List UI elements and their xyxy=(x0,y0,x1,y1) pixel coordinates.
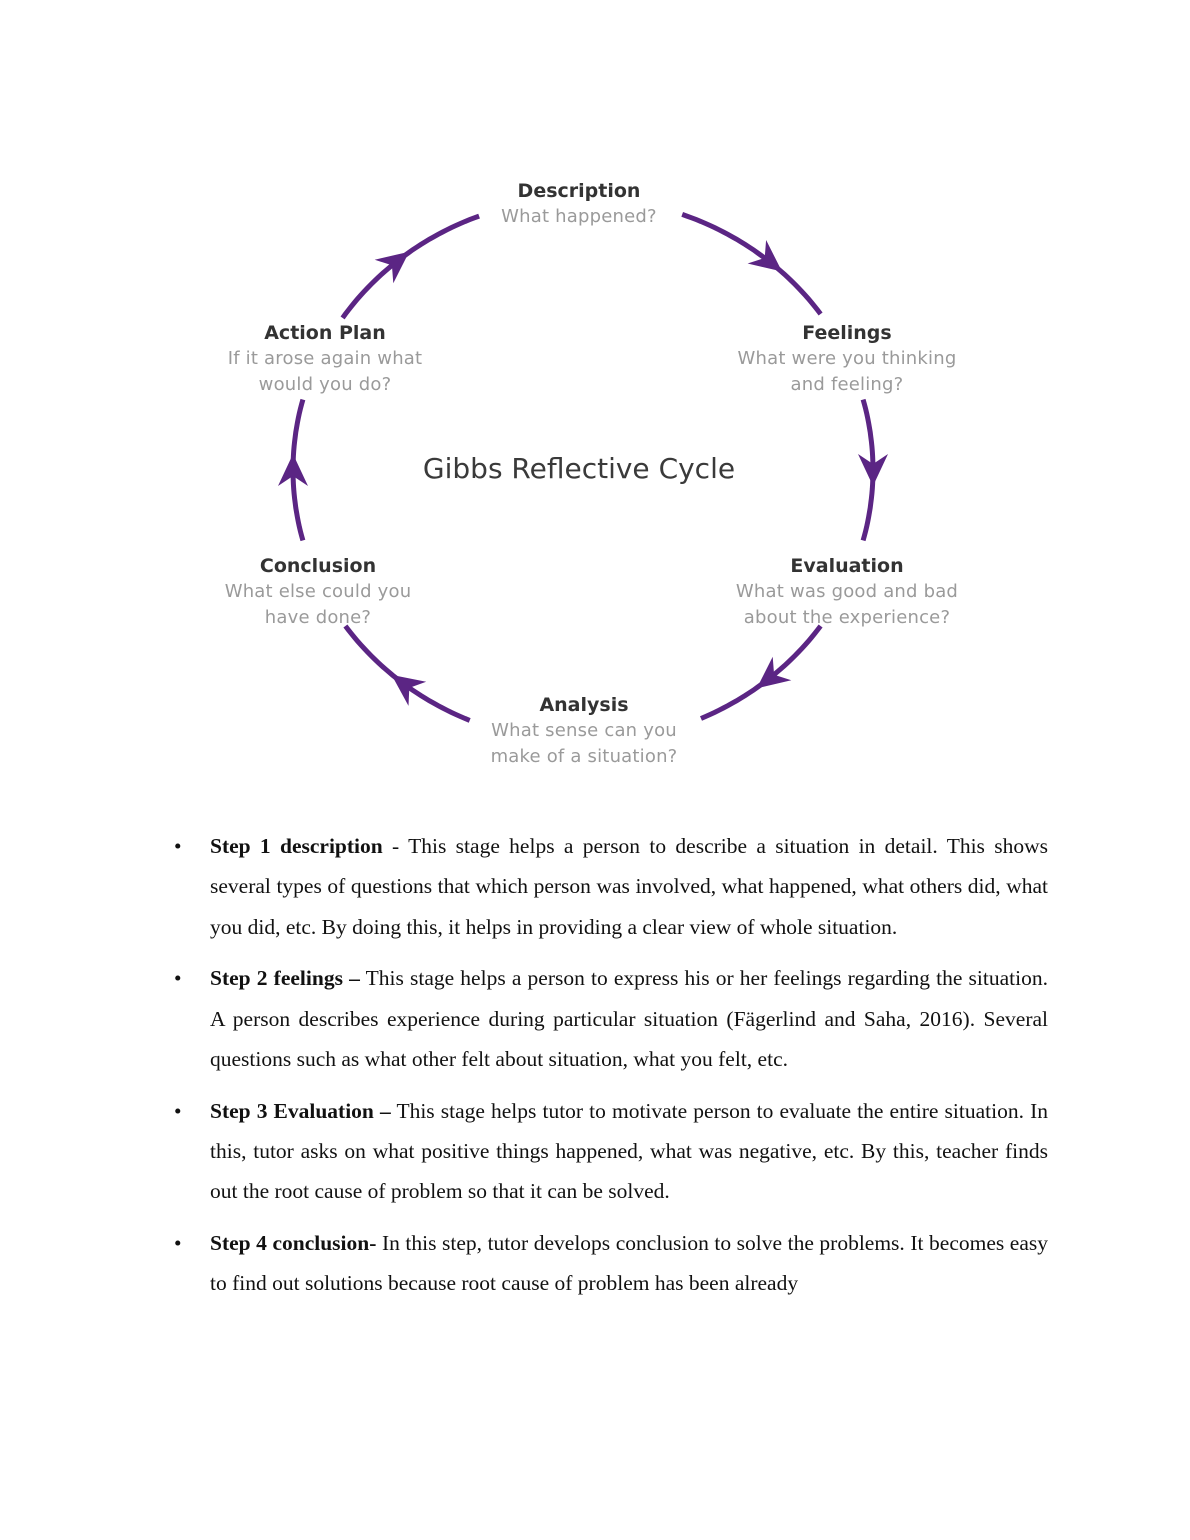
arc xyxy=(700,624,823,721)
gibbs-cycle-diagram: Gibbs Reflective Cycle Description What … xyxy=(225,178,958,770)
stage-title: Analysis xyxy=(539,694,629,716)
arrow-analysis-to-conclusion xyxy=(343,624,471,723)
stage-question: make of a situation? xyxy=(490,746,678,767)
stage-action-plan: Action Plan If it arose again what would… xyxy=(228,320,423,398)
stage-title: Evaluation xyxy=(790,555,904,577)
bullet: • xyxy=(174,966,182,991)
stage-question: have done? xyxy=(264,607,372,628)
cycle-arrows xyxy=(278,212,888,723)
arrowhead-icon xyxy=(391,674,427,706)
stage-question: would you do? xyxy=(258,374,392,395)
stage-question: What sense can you xyxy=(491,720,677,741)
stage-title: Description xyxy=(517,180,641,202)
stage-question: What happened? xyxy=(501,206,657,227)
stage-title: Feelings xyxy=(802,322,892,344)
stage-question: What were you thinking xyxy=(737,348,957,369)
arrowhead-icon xyxy=(756,656,792,689)
step-text: This stage helps tutor to motivate perso… xyxy=(210,1098,1048,1204)
step-heading: Step 1 description xyxy=(210,834,383,858)
stage-feelings: Feelings What were you thinking and feel… xyxy=(738,320,957,398)
stage-question: If it arose again what xyxy=(227,348,423,369)
separator: - xyxy=(382,834,409,858)
list-item-step-4: • Step 4 conclusion- In this step, tutor … xyxy=(174,1223,1048,1304)
step-text: This stage helps a person to describe a … xyxy=(210,834,1048,939)
stage-question: about the experience? xyxy=(743,607,951,628)
stage-title: Conclusion xyxy=(259,555,377,577)
step-heading: Step 2 feelings – xyxy=(210,966,360,991)
step-text: In this step, tutor develops conclusion … xyxy=(210,1231,1048,1296)
stage-analysis: Analysis What sense can you make of a si… xyxy=(491,692,678,770)
stage-question: What else could you xyxy=(224,581,412,602)
arrow-action-plan-to-description xyxy=(340,213,480,320)
bullet: • xyxy=(174,1098,182,1123)
stage-description: Description What happened? xyxy=(501,178,657,230)
stage-question: What was good and bad xyxy=(735,581,959,602)
stage-question: and feeling? xyxy=(790,374,904,395)
step-heading: Step 4 conclusion- xyxy=(210,1231,377,1256)
arrow-evaluation-to-analysis xyxy=(700,624,823,721)
stage-title: Action Plan xyxy=(264,322,386,344)
arc xyxy=(343,624,471,723)
arrow-feelings-to-evaluation xyxy=(858,398,888,542)
step-heading: Step 3 Evaluation – xyxy=(210,1098,391,1123)
stage-conclusion: Conclusion What else could you have done… xyxy=(225,553,412,631)
step-text: This stage helps a person to express his… xyxy=(210,966,1048,1071)
diagram-title: Gibbs Reflective Cycle xyxy=(422,452,736,485)
arrow-conclusion-to-action-plan xyxy=(278,398,308,542)
arrow-description-to-feelings xyxy=(681,212,823,316)
arrowhead-icon xyxy=(858,454,888,486)
arrowhead-icon xyxy=(278,454,308,486)
list-item-step-3: • Step 3 Evaluation – This stage helps tu… xyxy=(174,1091,1048,1212)
arc xyxy=(681,212,823,316)
list-item-step-1: • Step 1 description - This stage helps a… xyxy=(174,826,1048,947)
steps-list: • Step 1 description - This stage helps a… xyxy=(174,826,1048,1315)
arc xyxy=(340,213,480,320)
bullet: • xyxy=(174,834,182,858)
bullet: • xyxy=(174,1231,182,1256)
arrowhead-icon xyxy=(374,251,410,284)
arrowhead-icon xyxy=(747,240,782,272)
list-item-step-2: • Step 2 feelings – This stage helps a pe… xyxy=(174,958,1048,1079)
stage-evaluation: Evaluation What was good and bad about t… xyxy=(736,553,958,631)
